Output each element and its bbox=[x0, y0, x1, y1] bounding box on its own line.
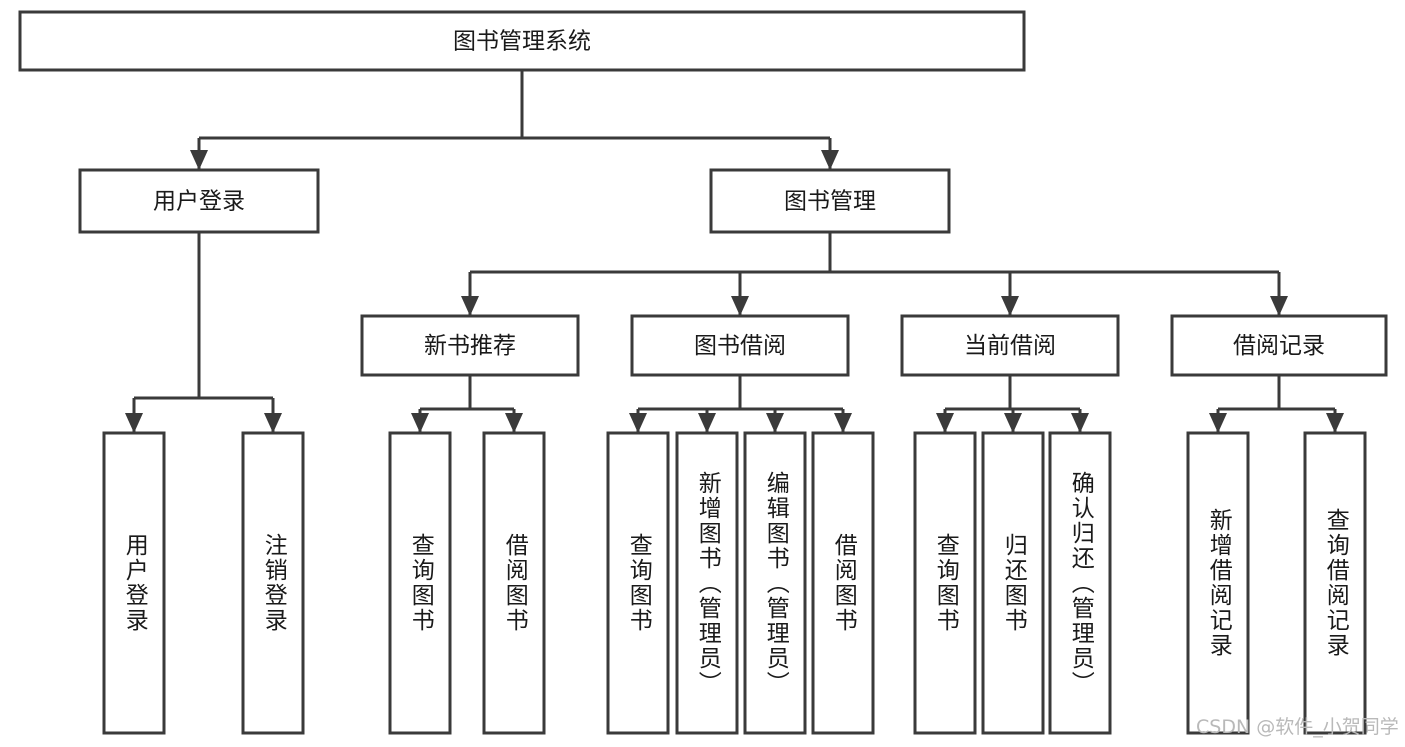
node-leaf-label-10-wrap: 确认归还（管理员） bbox=[1050, 433, 1110, 733]
node-leaf-label-12: 查询借阅记录 bbox=[1322, 508, 1349, 658]
node-level3-box-0[interactable] bbox=[360, 314, 580, 377]
arrow-head-icon bbox=[936, 413, 954, 433]
node-leaf-label-11: 新增借阅记录 bbox=[1205, 508, 1232, 658]
node-level2-box-0[interactable] bbox=[78, 168, 320, 234]
node-leaf-label-12-wrap: 查询借阅记录 bbox=[1305, 433, 1365, 733]
arrow-head-icon bbox=[629, 413, 647, 433]
arrow-head-icon bbox=[461, 296, 479, 316]
arrow-head-icon bbox=[731, 296, 749, 316]
node-leaf-label-4-wrap: 查询图书 bbox=[608, 433, 668, 733]
node-leaf-box-4[interactable] bbox=[606, 431, 670, 735]
node-level3-label-2: 当前借阅 bbox=[964, 333, 1056, 359]
node-leaf-label-7-wrap: 借阅图书 bbox=[813, 433, 873, 733]
node-leaf-box-1[interactable] bbox=[241, 431, 305, 735]
node-root-box[interactable] bbox=[18, 10, 1026, 72]
node-leaf-label-2-wrap: 查询图书 bbox=[390, 433, 450, 733]
node-leaf-label-5-wrap: 新增图书（管理员） bbox=[677, 433, 737, 733]
node-level2-box-1[interactable] bbox=[709, 168, 951, 234]
node-leaf-label-9-wrap: 归还图书 bbox=[983, 433, 1043, 733]
arrow-head-icon bbox=[125, 413, 143, 433]
node-leaf-label-1: 注销登录 bbox=[260, 533, 287, 633]
node-level3-box-3[interactable] bbox=[1170, 314, 1388, 377]
node-level2-label-0: 用户登录 bbox=[153, 189, 245, 215]
node-leaf-label-3-wrap: 借阅图书 bbox=[484, 433, 544, 733]
node-leaf-label-6: 编辑图书（管理员） bbox=[762, 470, 789, 696]
arrow-head-icon bbox=[766, 413, 784, 433]
node-leaf-box-12[interactable] bbox=[1303, 431, 1367, 735]
arrow-head-icon bbox=[1326, 413, 1344, 433]
node-leaf-box-2[interactable] bbox=[388, 431, 452, 735]
arrow-head-icon bbox=[1270, 296, 1288, 316]
arrow-head-icon bbox=[1001, 296, 1019, 316]
arrow-head-icon bbox=[411, 413, 429, 433]
node-root-label: 图书管理系统 bbox=[453, 29, 591, 55]
arrow-head-icon bbox=[1004, 413, 1022, 433]
node-level3-label-3: 借阅记录 bbox=[1233, 333, 1325, 359]
node-leaf-label-3: 借阅图书 bbox=[501, 533, 528, 633]
arrow-head-icon bbox=[1209, 413, 1227, 433]
node-leaf-label-1-wrap: 注销登录 bbox=[243, 433, 303, 733]
node-leaf-box-6[interactable] bbox=[743, 431, 807, 735]
node-leaf-label-11-wrap: 新增借阅记录 bbox=[1188, 433, 1248, 733]
csdn-watermark: CSDN @软件_小贺同学 bbox=[1196, 716, 1399, 738]
node-leaf-box-10[interactable] bbox=[1048, 431, 1112, 735]
node-level3-box-2[interactable] bbox=[900, 314, 1120, 377]
node-leaf-box-9[interactable] bbox=[981, 431, 1045, 735]
arrow-head-icon bbox=[821, 150, 839, 170]
node-level3-label-1: 图书借阅 bbox=[694, 333, 786, 359]
node-leaf-label-8: 查询图书 bbox=[932, 533, 959, 633]
arrow-head-icon bbox=[264, 413, 282, 433]
node-leaf-box-11[interactable] bbox=[1186, 431, 1250, 735]
arrow-head-icon bbox=[190, 150, 208, 170]
node-leaf-label-5: 新增图书（管理员） bbox=[694, 470, 721, 696]
node-leaf-label-7: 借阅图书 bbox=[830, 533, 857, 633]
connectors-layer bbox=[125, 70, 1344, 433]
node-leaf-label-2: 查询图书 bbox=[407, 533, 434, 633]
node-leaf-label-0: 用户登录 bbox=[121, 533, 148, 633]
node-level3-label-0: 新书推荐 bbox=[424, 333, 516, 359]
node-level3-box-1[interactable] bbox=[630, 314, 850, 377]
node-leaf-label-6-wrap: 编辑图书（管理员） bbox=[745, 433, 805, 733]
node-leaf-label-8-wrap: 查询图书 bbox=[915, 433, 975, 733]
arrow-head-icon bbox=[834, 413, 852, 433]
node-leaf-box-7[interactable] bbox=[811, 431, 875, 735]
boxes-layer bbox=[18, 10, 1388, 735]
node-leaf-box-3[interactable] bbox=[482, 431, 546, 735]
node-leaf-label-9: 归还图书 bbox=[1000, 533, 1027, 633]
node-level2-label-1: 图书管理 bbox=[784, 189, 876, 215]
arrow-head-icon bbox=[698, 413, 716, 433]
node-leaf-box-5[interactable] bbox=[675, 431, 739, 735]
node-leaf-label-10: 确认归还（管理员） bbox=[1067, 470, 1094, 696]
node-leaf-label-4: 查询图书 bbox=[625, 533, 652, 633]
node-leaf-box-0[interactable] bbox=[102, 431, 166, 735]
node-leaf-label-0-wrap: 用户登录 bbox=[104, 433, 164, 733]
arrow-head-icon bbox=[505, 413, 523, 433]
arrow-head-icon bbox=[1071, 413, 1089, 433]
node-leaf-box-8[interactable] bbox=[913, 431, 977, 735]
